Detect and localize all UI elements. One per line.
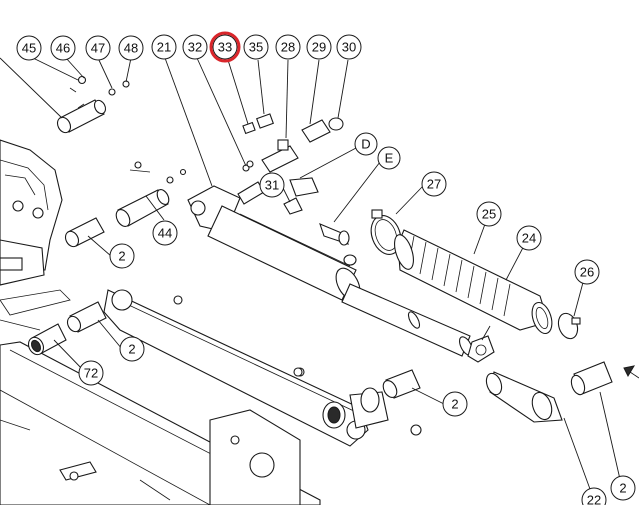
callout-label: 22	[587, 493, 601, 505]
callout-label: 33	[218, 40, 232, 55]
callout-2-middle: 2	[119, 336, 145, 362]
fittings-D-E-31	[283, 177, 357, 266]
callout-label: 46	[56, 41, 70, 56]
callout-label: 28	[281, 40, 295, 55]
callout-label: 2	[451, 397, 458, 412]
callout-label: 27	[427, 177, 441, 192]
highlight-circle	[209, 31, 241, 63]
callout-E: E	[377, 146, 401, 170]
direction-arrow-icon	[623, 365, 639, 379]
callout-label: E	[385, 151, 394, 166]
callout-label: 25	[482, 207, 496, 222]
callout-label: 24	[522, 231, 536, 246]
lower-frame	[0, 341, 321, 505]
callout-24: 24	[516, 225, 542, 251]
hydraulic-cylinder	[187, 164, 473, 357]
callout-label: 72	[84, 366, 98, 381]
pivot-bushing	[293, 367, 422, 436]
callout-label: 29	[312, 40, 326, 55]
callout-label: 45	[22, 41, 36, 56]
callout-label: 32	[188, 40, 202, 55]
callout-21: 21	[151, 34, 177, 60]
leader-lines	[0, 57, 623, 501]
callout-26: 26	[574, 259, 600, 285]
callout-35: 35	[243, 34, 269, 60]
callout-label: 2	[118, 249, 125, 264]
callout-label: 21	[157, 40, 171, 55]
callout-label: 31	[265, 178, 279, 193]
callout-72: 72	[78, 360, 104, 386]
pin-45	[56, 99, 107, 134]
callout-label: 44	[158, 226, 172, 241]
callout-2-bottom-right: 2	[610, 475, 636, 501]
callout-label: 48	[124, 41, 138, 56]
callout-28: 28	[275, 34, 301, 60]
callout-32: 32	[182, 34, 208, 60]
hose-clamp-26	[557, 312, 581, 340]
bellows-boot	[394, 229, 553, 335]
callout-label: 35	[249, 40, 263, 55]
link-arm	[103, 289, 369, 447]
callout-45: 45	[16, 35, 42, 61]
callout-29: 29	[306, 34, 332, 60]
callout-label: 30	[342, 40, 356, 55]
rod-end-22	[467, 335, 613, 423]
callout-label: 2	[128, 342, 135, 357]
bushings-72	[27, 301, 107, 356]
small-fasteners-46-48	[69, 75, 130, 96]
callout-label: 26	[580, 265, 594, 280]
callout-46: 46	[50, 35, 76, 61]
callout-31: 31	[259, 172, 285, 198]
bushing-left-upper	[64, 217, 105, 248]
pin-44	[115, 161, 187, 227]
callout-22: 22	[581, 487, 607, 505]
callout-48: 48	[118, 35, 144, 61]
callout-label: D	[361, 137, 370, 152]
callout-label: 47	[91, 41, 105, 56]
callout-44: 44	[152, 220, 178, 246]
callout-47: 47	[85, 35, 111, 61]
callout-D: D	[354, 132, 378, 156]
hose-clamp-27	[370, 209, 402, 255]
callout-2-right-middle: 2	[442, 391, 468, 417]
callout-25: 25	[476, 201, 502, 227]
left-frame	[0, 139, 71, 371]
callout-2-upper-left: 2	[109, 243, 135, 269]
callout-27: 27	[421, 171, 447, 197]
callout-30: 30	[336, 34, 362, 60]
callout-label: 2	[619, 481, 626, 496]
callout-33: 33	[209, 31, 241, 63]
valve-assembly	[242, 113, 344, 173]
